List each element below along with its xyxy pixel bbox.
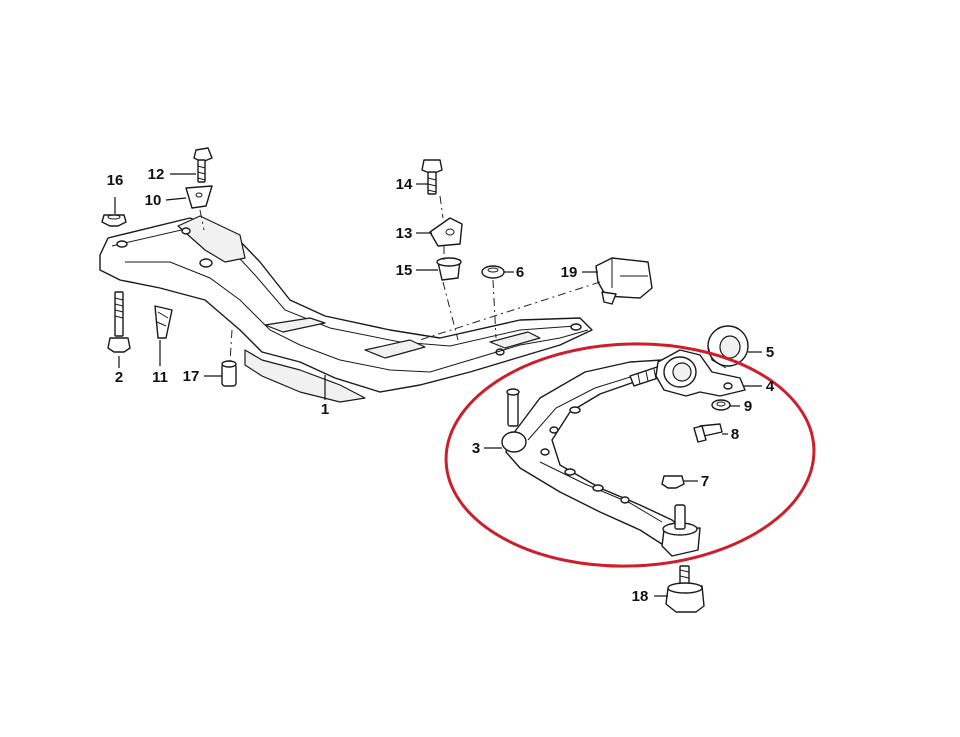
bushing-bracket — [655, 349, 746, 397]
bolt-12 — [193, 147, 213, 183]
leader-lines — [114, 173, 762, 597]
callout-7: 7 — [701, 473, 709, 490]
washer-9 — [711, 399, 731, 411]
callout-18: 18 — [632, 588, 649, 605]
callout-14: 14 — [396, 176, 413, 193]
bolt-14 — [421, 159, 443, 195]
front-axle-crossmember — [99, 215, 593, 403]
washer-6 — [481, 265, 505, 279]
bolt-8 — [693, 423, 723, 443]
callout-3: 3 — [472, 440, 480, 457]
nut-16 — [101, 214, 127, 227]
callout-4: 4 — [766, 378, 775, 395]
wedge-bracket-11 — [154, 305, 173, 339]
callout-labels: 16 12 10 2 11 17 1 14 13 15 6 19 3 5 4 9… — [107, 166, 775, 605]
grommet-15 — [436, 257, 462, 281]
callout-16: 16 — [107, 172, 124, 189]
nut-7 — [661, 475, 685, 489]
engine-mount-19 — [595, 257, 653, 305]
callout-5: 5 — [766, 344, 774, 361]
sleeve-17 — [221, 360, 237, 387]
callout-17: 17 — [183, 368, 200, 385]
callout-13: 13 — [396, 225, 413, 242]
callout-19: 19 — [561, 264, 578, 281]
callout-1: 1 — [321, 401, 329, 418]
rubber-bushing — [707, 325, 749, 369]
assembly-axes — [199, 195, 601, 363]
bolt-2 — [107, 291, 131, 353]
callout-15: 15 — [396, 262, 413, 279]
bracket-10 — [185, 185, 213, 209]
callout-9: 9 — [744, 398, 752, 415]
callout-6: 6 — [516, 264, 524, 281]
clip-13 — [429, 217, 463, 247]
control-arm — [501, 359, 701, 557]
ball-joint-18 — [665, 565, 705, 613]
callout-11: 11 — [152, 369, 168, 386]
callout-8: 8 — [731, 426, 739, 443]
callout-2: 2 — [115, 369, 123, 386]
callout-12: 12 — [148, 166, 165, 183]
callout-10: 10 — [145, 192, 162, 209]
highlight-ring — [444, 342, 816, 568]
